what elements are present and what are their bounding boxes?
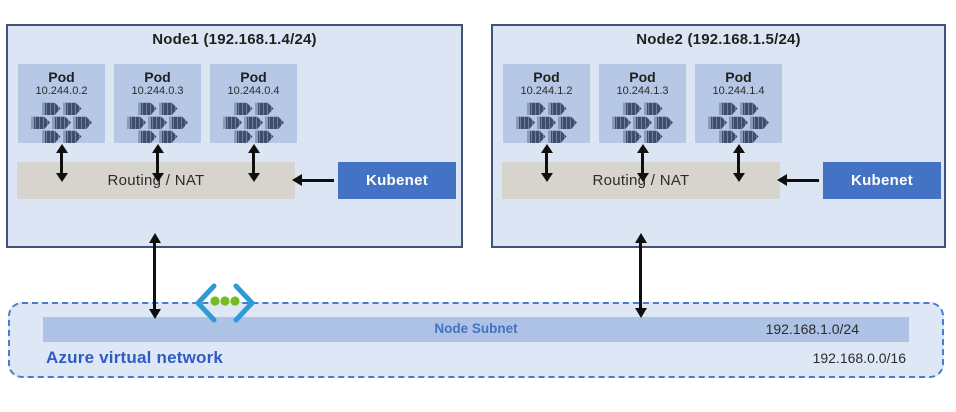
node2-routing-row: Routing / NAT Kubenet [502,162,944,199]
container-icon [526,130,546,143]
kubenet-box: Kubenet [338,162,456,199]
pod-ip: 10.244.0.4 [227,85,280,97]
node-subnet-cidr: 192.168.1.0/24 [765,321,859,337]
container-icon [254,102,274,115]
container-icon [41,130,61,143]
node1-title: Node1 (192.168.1.4/24) [152,31,317,48]
pod-label: Pod [144,69,171,85]
container-icon [750,116,769,129]
node2-pods-row: Pod 10.244.1.2 Pod 10.244.1.3 [503,64,944,174]
container-icon [62,102,82,115]
pod-routing-arrow [210,143,297,174]
pod-column: Pod 10.244.0.4 [210,64,297,174]
node1-to-subnet-arrow [153,242,156,310]
container-icon [52,116,71,129]
container-icon-cluster [612,102,673,143]
node-subnet-bar: Node Subnet 192.168.1.0/24 [43,317,909,342]
container-icon [516,116,535,129]
container-icon [41,102,61,115]
container-icon [31,116,50,129]
container-icon [547,130,567,143]
container-icon [254,130,274,143]
node2-to-subnet-arrow [639,242,642,309]
pod-ip: 10.244.0.2 [35,85,88,97]
vnet-peering-icon [194,283,256,323]
container-icon [169,116,188,129]
container-icon [739,130,759,143]
container-icon [233,130,253,143]
node2-box: Node2 (192.168.1.5/24) Pod 10.244.1.2 Po… [491,24,946,248]
container-icon [137,102,157,115]
vnet-cidr: 192.168.0.0/16 [812,350,906,366]
container-icon [233,102,253,115]
pod-label: Pod [629,69,656,85]
vnet-label: Azure virtual network [46,348,224,367]
container-icon-cluster [31,102,92,143]
node1-routing-row: Routing / NAT Kubenet [17,162,461,199]
pod-card: Pod 10.244.0.4 [210,64,297,143]
pod-card: Pod 10.244.1.3 [599,64,686,143]
container-icon [558,116,577,129]
pod-ip: 10.244.0.3 [131,85,184,97]
container-icon [158,102,178,115]
container-icon-cluster [223,102,284,143]
node-subnet-label: Node Subnet [434,321,518,336]
pod-column: Pod 10.244.0.3 [114,64,201,174]
pod-routing-arrow [114,143,201,174]
container-icon [148,116,167,129]
pod-card: Pod 10.244.1.4 [695,64,782,143]
pod-column: Pod 10.244.0.2 [18,64,105,174]
container-icon [62,130,82,143]
container-icon [265,116,284,129]
container-icon [158,130,178,143]
kubenet-to-routing-arrow [777,174,819,186]
pod-ip: 10.244.1.3 [616,85,669,97]
container-icon [526,102,546,115]
container-icon [537,116,556,129]
container-icon [73,116,92,129]
pod-routing-arrow [695,143,782,174]
container-icon [718,130,738,143]
pod-label: Pod [240,69,267,85]
container-icon-cluster [127,102,188,143]
container-icon [643,130,663,143]
container-icon [643,102,663,115]
kubenet-to-routing-arrow [292,174,334,186]
container-icon [633,116,652,129]
kubenet-box: Kubenet [823,162,941,199]
container-icon [718,102,738,115]
node2-title: Node2 (192.168.1.5/24) [636,31,801,48]
container-icon [244,116,263,129]
pod-routing-arrow [503,143,590,174]
container-icon [223,116,242,129]
container-icon-cluster [516,102,577,143]
pod-card: Pod 10.244.1.2 [503,64,590,143]
node1-pods-row: Pod 10.244.0.2 Pod 10.244.0.3 [18,64,461,174]
container-icon [127,116,146,129]
container-icon [547,102,567,115]
container-icon [708,116,727,129]
pod-column: Pod 10.244.1.4 [695,64,782,174]
container-icon [137,130,157,143]
pod-label: Pod [725,69,752,85]
pod-label: Pod [48,69,75,85]
pod-routing-arrow [18,143,105,174]
node1-box: Node1 (192.168.1.4/24) Pod 10.244.0.2 Po… [6,24,463,248]
azure-vnet-box: Node Subnet 192.168.1.0/24 Azure virtual… [8,302,944,378]
pod-ip: 10.244.1.4 [712,85,765,97]
pod-column: Pod 10.244.1.3 [599,64,686,174]
container-icon [739,102,759,115]
pod-routing-arrow [599,143,686,174]
pod-column: Pod 10.244.1.2 [503,64,590,174]
container-icon [622,130,642,143]
container-icon [729,116,748,129]
pod-label: Pod [533,69,560,85]
container-icon-cluster [708,102,769,143]
pod-ip: 10.244.1.2 [520,85,573,97]
container-icon [612,116,631,129]
container-icon [654,116,673,129]
pod-card: Pod 10.244.0.2 [18,64,105,143]
pod-card: Pod 10.244.0.3 [114,64,201,143]
container-icon [622,102,642,115]
